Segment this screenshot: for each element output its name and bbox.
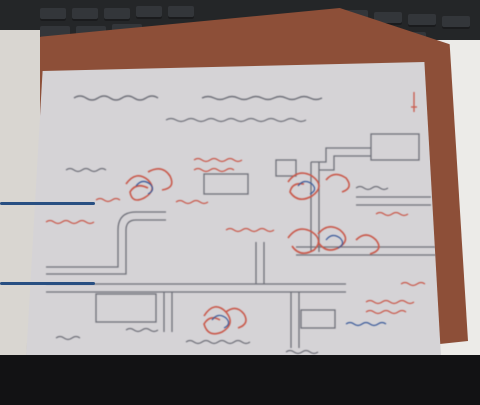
diagram-sheet bbox=[26, 62, 441, 360]
blue-binding-strap bbox=[0, 202, 95, 205]
blue-coils bbox=[135, 180, 344, 329]
subtitle-scribble bbox=[165, 117, 307, 123]
equipment-boxes bbox=[95, 133, 420, 329]
title-scribble bbox=[73, 95, 323, 101]
hand-drawn-diagram bbox=[45, 92, 436, 355]
red-coils bbox=[125, 168, 380, 335]
pipe-network bbox=[46, 147, 436, 348]
blue-binding-strap bbox=[0, 282, 95, 285]
margin-mark-red bbox=[411, 92, 417, 112]
dark-foreground bbox=[0, 355, 480, 405]
handwritten-annotations bbox=[45, 157, 426, 355]
